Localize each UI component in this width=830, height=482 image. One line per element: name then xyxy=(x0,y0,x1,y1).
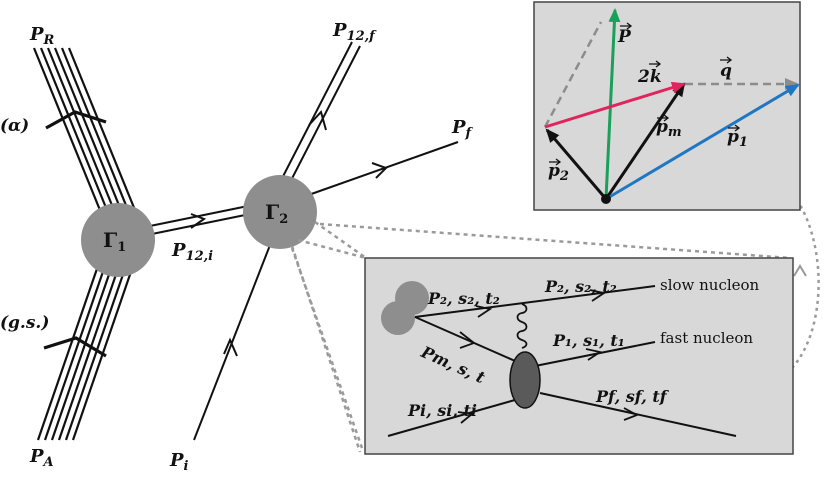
label-vec-pm: pm xyxy=(656,117,682,140)
label-P2s2t2-out: P₂, s₂, t₂ xyxy=(544,277,617,296)
label-PR: PR xyxy=(29,24,55,48)
label-P1s1t1: P₁, s₁, t₁ xyxy=(552,331,625,350)
label-gamma1: Γ1 xyxy=(103,228,126,255)
label-gs: (g.s.) xyxy=(0,313,49,333)
label-vec-p1: p1 xyxy=(727,127,748,150)
k-vector xyxy=(544,81,686,129)
curved-connector xyxy=(791,204,820,369)
gamma2-vertex xyxy=(243,175,317,249)
slow-arrow-1-icon xyxy=(475,305,493,318)
incoming-line xyxy=(387,397,523,437)
zoom-connectors-lines xyxy=(290,222,791,449)
pm-arrow-icon xyxy=(459,331,476,349)
residual-nucleus-lines xyxy=(32,47,141,221)
label-gamma2: Γ2 xyxy=(265,200,288,227)
scattering-inset: P₂, s₂, t₂ P₂, s₂, t₂ slow nucleon Pm, s… xyxy=(364,257,794,455)
vec-p2-arrow-icon xyxy=(549,158,562,166)
vector-inset-panel xyxy=(533,1,801,211)
label-PA: PA xyxy=(29,446,54,470)
label-P2s2t2-in: P₂, s₂, t₂ xyxy=(427,289,500,308)
vec-k-arrow-icon xyxy=(649,60,662,68)
vector-inset: P 2k q pm p1 p2 xyxy=(533,1,801,211)
pair-line-12i xyxy=(149,205,251,235)
pair-line-12f xyxy=(274,41,361,197)
vec-q-arrow-icon xyxy=(720,56,733,64)
label-vec-p2: p2 xyxy=(548,161,569,184)
vec-p1-arrow-icon xyxy=(728,124,741,132)
interaction-blob xyxy=(509,351,541,409)
gluon-line xyxy=(516,303,528,349)
label-vec-P: P xyxy=(617,27,632,47)
fast-arrow-icon xyxy=(585,348,603,361)
slow-nucleon-line xyxy=(414,285,656,318)
origin-dot xyxy=(601,194,611,204)
label-Pi: Pi xyxy=(169,450,189,474)
curved-connector-arrow-icon xyxy=(793,264,807,277)
main-diagram: PR PA (α) (g.s.) Γ1 Γ2 P12,i P12,f Pf Pi xyxy=(0,20,474,474)
p1-vector xyxy=(605,83,800,201)
pm-vector xyxy=(604,82,686,200)
target-nucleus-lines xyxy=(36,259,137,441)
fast-nucleon-line xyxy=(524,341,656,369)
pi-line xyxy=(193,239,273,441)
p2-vector xyxy=(545,128,608,200)
gs-arrow-icon xyxy=(43,336,107,358)
alpha-arrow-icon xyxy=(45,110,107,130)
label-Pfsftf: Pf, sf, tf xyxy=(595,387,670,406)
pi-arrow-icon xyxy=(223,337,238,357)
pf-arrow-icon xyxy=(371,162,388,179)
incoming-arrow-icon xyxy=(457,411,475,424)
label-vec-q: q xyxy=(720,61,732,81)
label-vec-2k: 2k xyxy=(637,67,662,87)
label-fast-nucleon: fast nucleon xyxy=(660,329,753,347)
slow-arrow-2-icon xyxy=(589,289,607,302)
p12f-arrow-icon xyxy=(308,110,327,131)
zoom-connectors xyxy=(290,220,367,453)
nucleon-blob-2 xyxy=(381,301,415,335)
pm-line xyxy=(414,316,523,365)
label-P12f: P12,f xyxy=(332,20,377,44)
label-Pisiti: Pi, si, ti xyxy=(407,401,477,420)
outgoing-arrow-icon xyxy=(623,407,640,421)
pf-line xyxy=(299,141,459,199)
vec-P-arrow-icon xyxy=(620,22,633,30)
p12i-arrow-icon xyxy=(190,213,207,229)
label-slow-nucleon: slow nucleon xyxy=(660,276,760,294)
label-P12i: P12,i xyxy=(171,240,213,264)
label-Pf: Pf xyxy=(451,117,474,141)
label-alpha: (α) xyxy=(0,116,29,136)
gamma1-vertex xyxy=(81,203,155,277)
P-vector xyxy=(604,8,621,200)
vec-pm-arrow-icon xyxy=(657,114,670,122)
outgoing-line xyxy=(539,392,737,437)
